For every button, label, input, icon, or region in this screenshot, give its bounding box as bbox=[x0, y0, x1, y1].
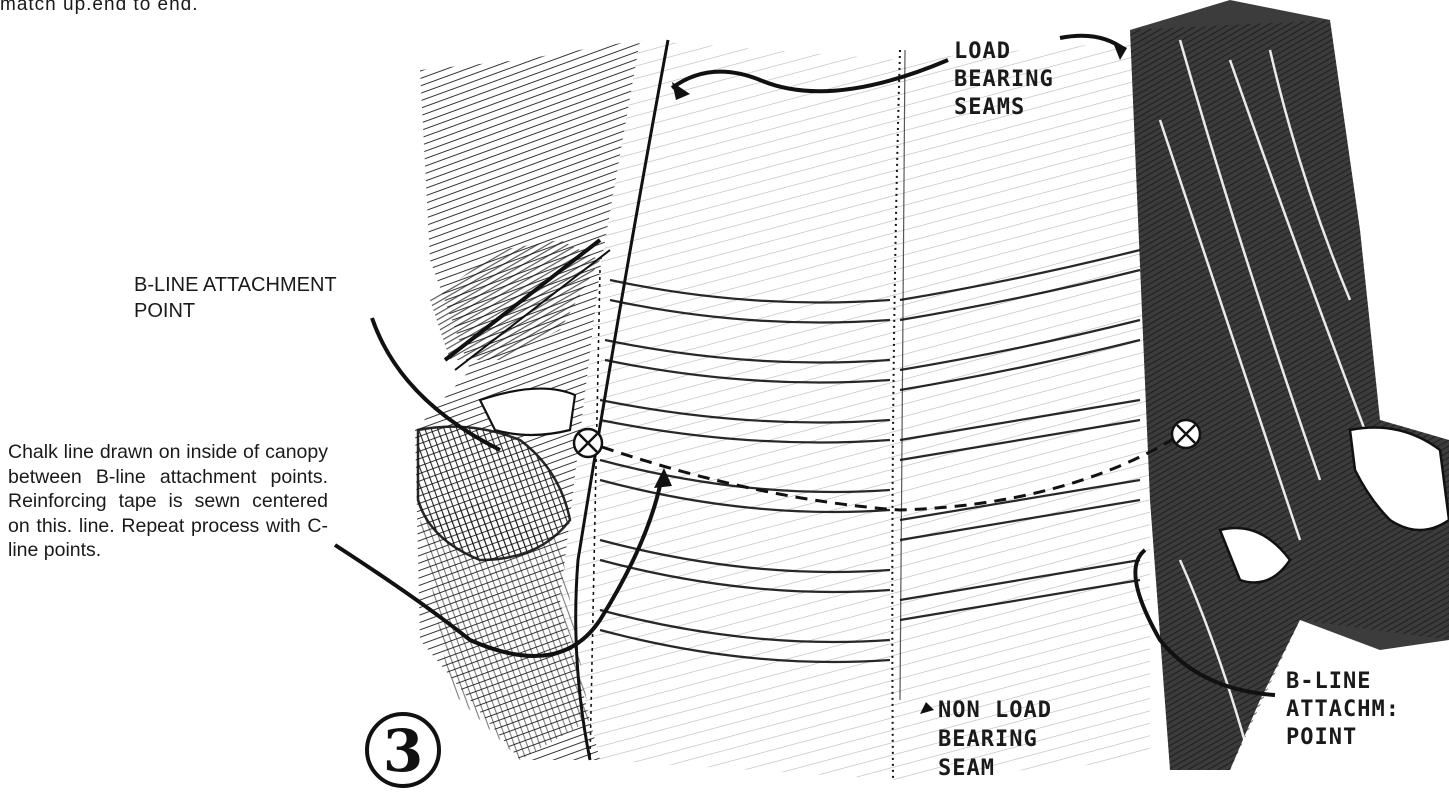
chalk-line-caption: Chalk line drawn on inside of canopy bet… bbox=[8, 440, 328, 563]
b-line-attachment-marker-left bbox=[574, 429, 602, 457]
b-line-attachment-label-left: B-LINE ATTACHMENT POINT bbox=[134, 272, 337, 324]
load-bearing-seams-label: LOAD BEARING SEAMS bbox=[954, 38, 1054, 122]
step-number-badge: 3 bbox=[367, 714, 439, 786]
b-line-attachment-label-right: B-LINE ATTACHM: POINT bbox=[1286, 668, 1400, 752]
b-line-attachment-marker-right bbox=[1172, 420, 1200, 448]
step-number: 3 bbox=[383, 717, 423, 785]
non-load-bearing-seam-label: NON LOAD BEARING SEAM bbox=[938, 696, 1052, 783]
top-instruction-text: match up.end to end. bbox=[0, 0, 199, 16]
